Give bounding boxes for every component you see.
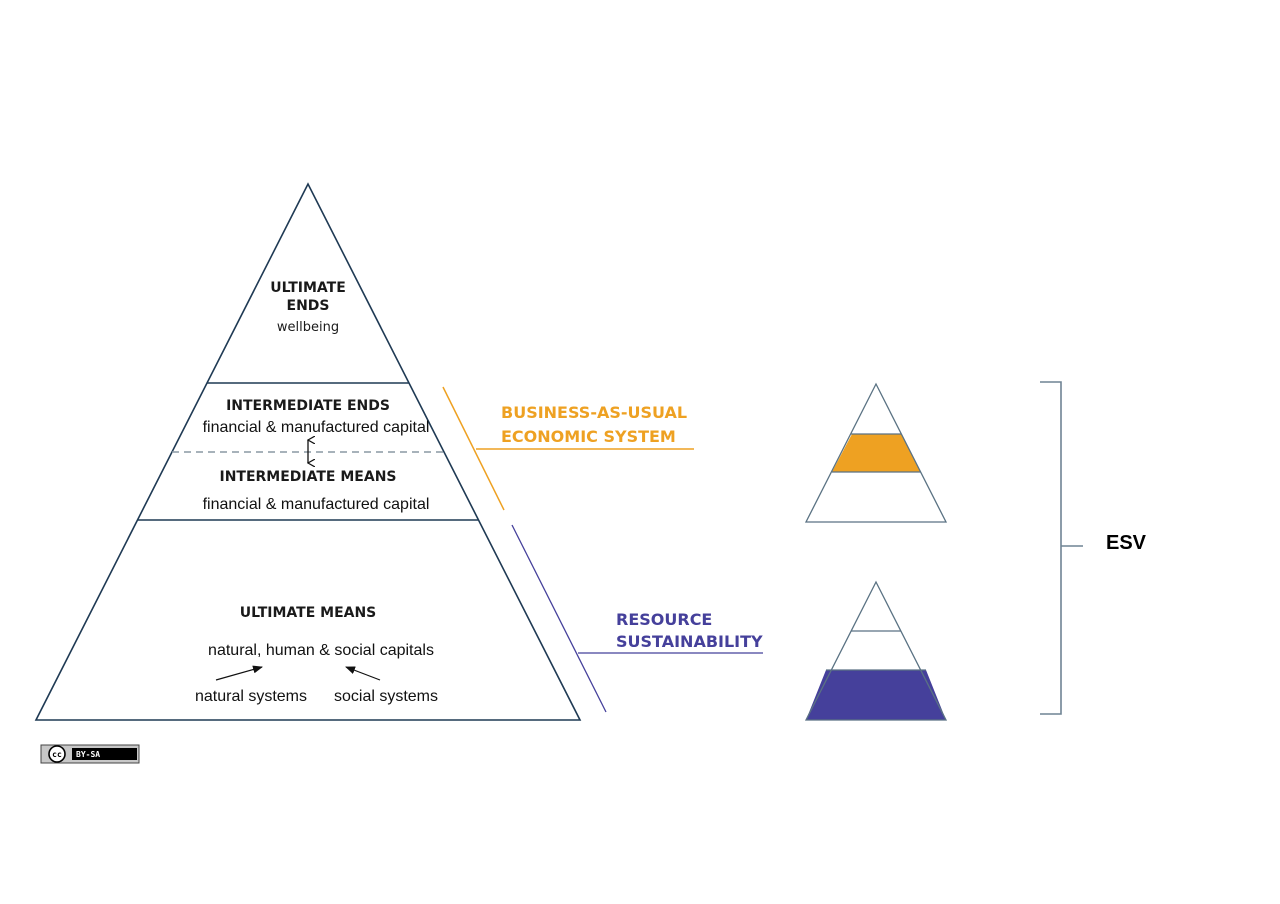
rs-label-line1: RESOURCE xyxy=(616,610,712,629)
intermediate-means-title: INTERMEDIATE MEANS xyxy=(219,469,396,485)
bau-callout: BUSINESS-AS-USUAL ECONOMIC SYSTEM xyxy=(442,386,694,511)
small-pyramid-rs-outline xyxy=(804,580,948,721)
esv-bracket: ESV xyxy=(1040,381,1147,715)
bau-band-fill xyxy=(832,434,921,472)
main-pyramid: ULTIMATE ENDS wellbeing INTERMEDIATE END… xyxy=(34,182,582,721)
arrow-right-icon xyxy=(345,666,381,681)
social-systems-label: social systems xyxy=(334,688,438,705)
rs-label-line2: SUSTAINABILITY xyxy=(616,632,763,651)
ultimate-means-sub: natural, human & social capitals xyxy=(208,642,434,659)
cc-by-sa-badge-icon: cc BY-SA xyxy=(40,744,140,764)
ultimate-means-title: ULTIMATE MEANS xyxy=(240,605,377,621)
ultimate-ends-title-2: ENDS xyxy=(287,298,330,314)
rs-callout: RESOURCE SUSTAINABILITY xyxy=(511,524,763,713)
esv-bracket-line xyxy=(1040,381,1083,715)
intermediate-means-sub: financial & manufactured capital xyxy=(203,496,430,513)
arrow-left-icon xyxy=(215,665,263,681)
small-pyramid-bau-outline xyxy=(804,382,948,523)
small-pyramid-bau xyxy=(804,382,948,523)
bau-slant-line xyxy=(442,386,505,511)
ultimate-ends-title-1: ULTIMATE xyxy=(270,280,346,296)
by-sa-text: BY-SA xyxy=(76,750,100,759)
rs-band-fill xyxy=(806,670,946,720)
rs-slant-line xyxy=(511,524,607,713)
intermediate-ends-title: INTERMEDIATE ENDS xyxy=(226,398,390,414)
bau-label-line1: BUSINESS-AS-USUAL xyxy=(501,403,687,422)
ultimate-ends-sub: wellbeing xyxy=(277,320,339,335)
esv-label: ESV xyxy=(1106,532,1147,554)
cc-symbol: cc xyxy=(52,750,62,759)
bau-label-line2: ECONOMIC SYSTEM xyxy=(501,427,676,446)
intermediate-ends-sub: financial & manufactured capital xyxy=(203,419,430,436)
small-pyramid-rs xyxy=(804,580,948,721)
natural-systems-label: natural systems xyxy=(195,688,307,705)
